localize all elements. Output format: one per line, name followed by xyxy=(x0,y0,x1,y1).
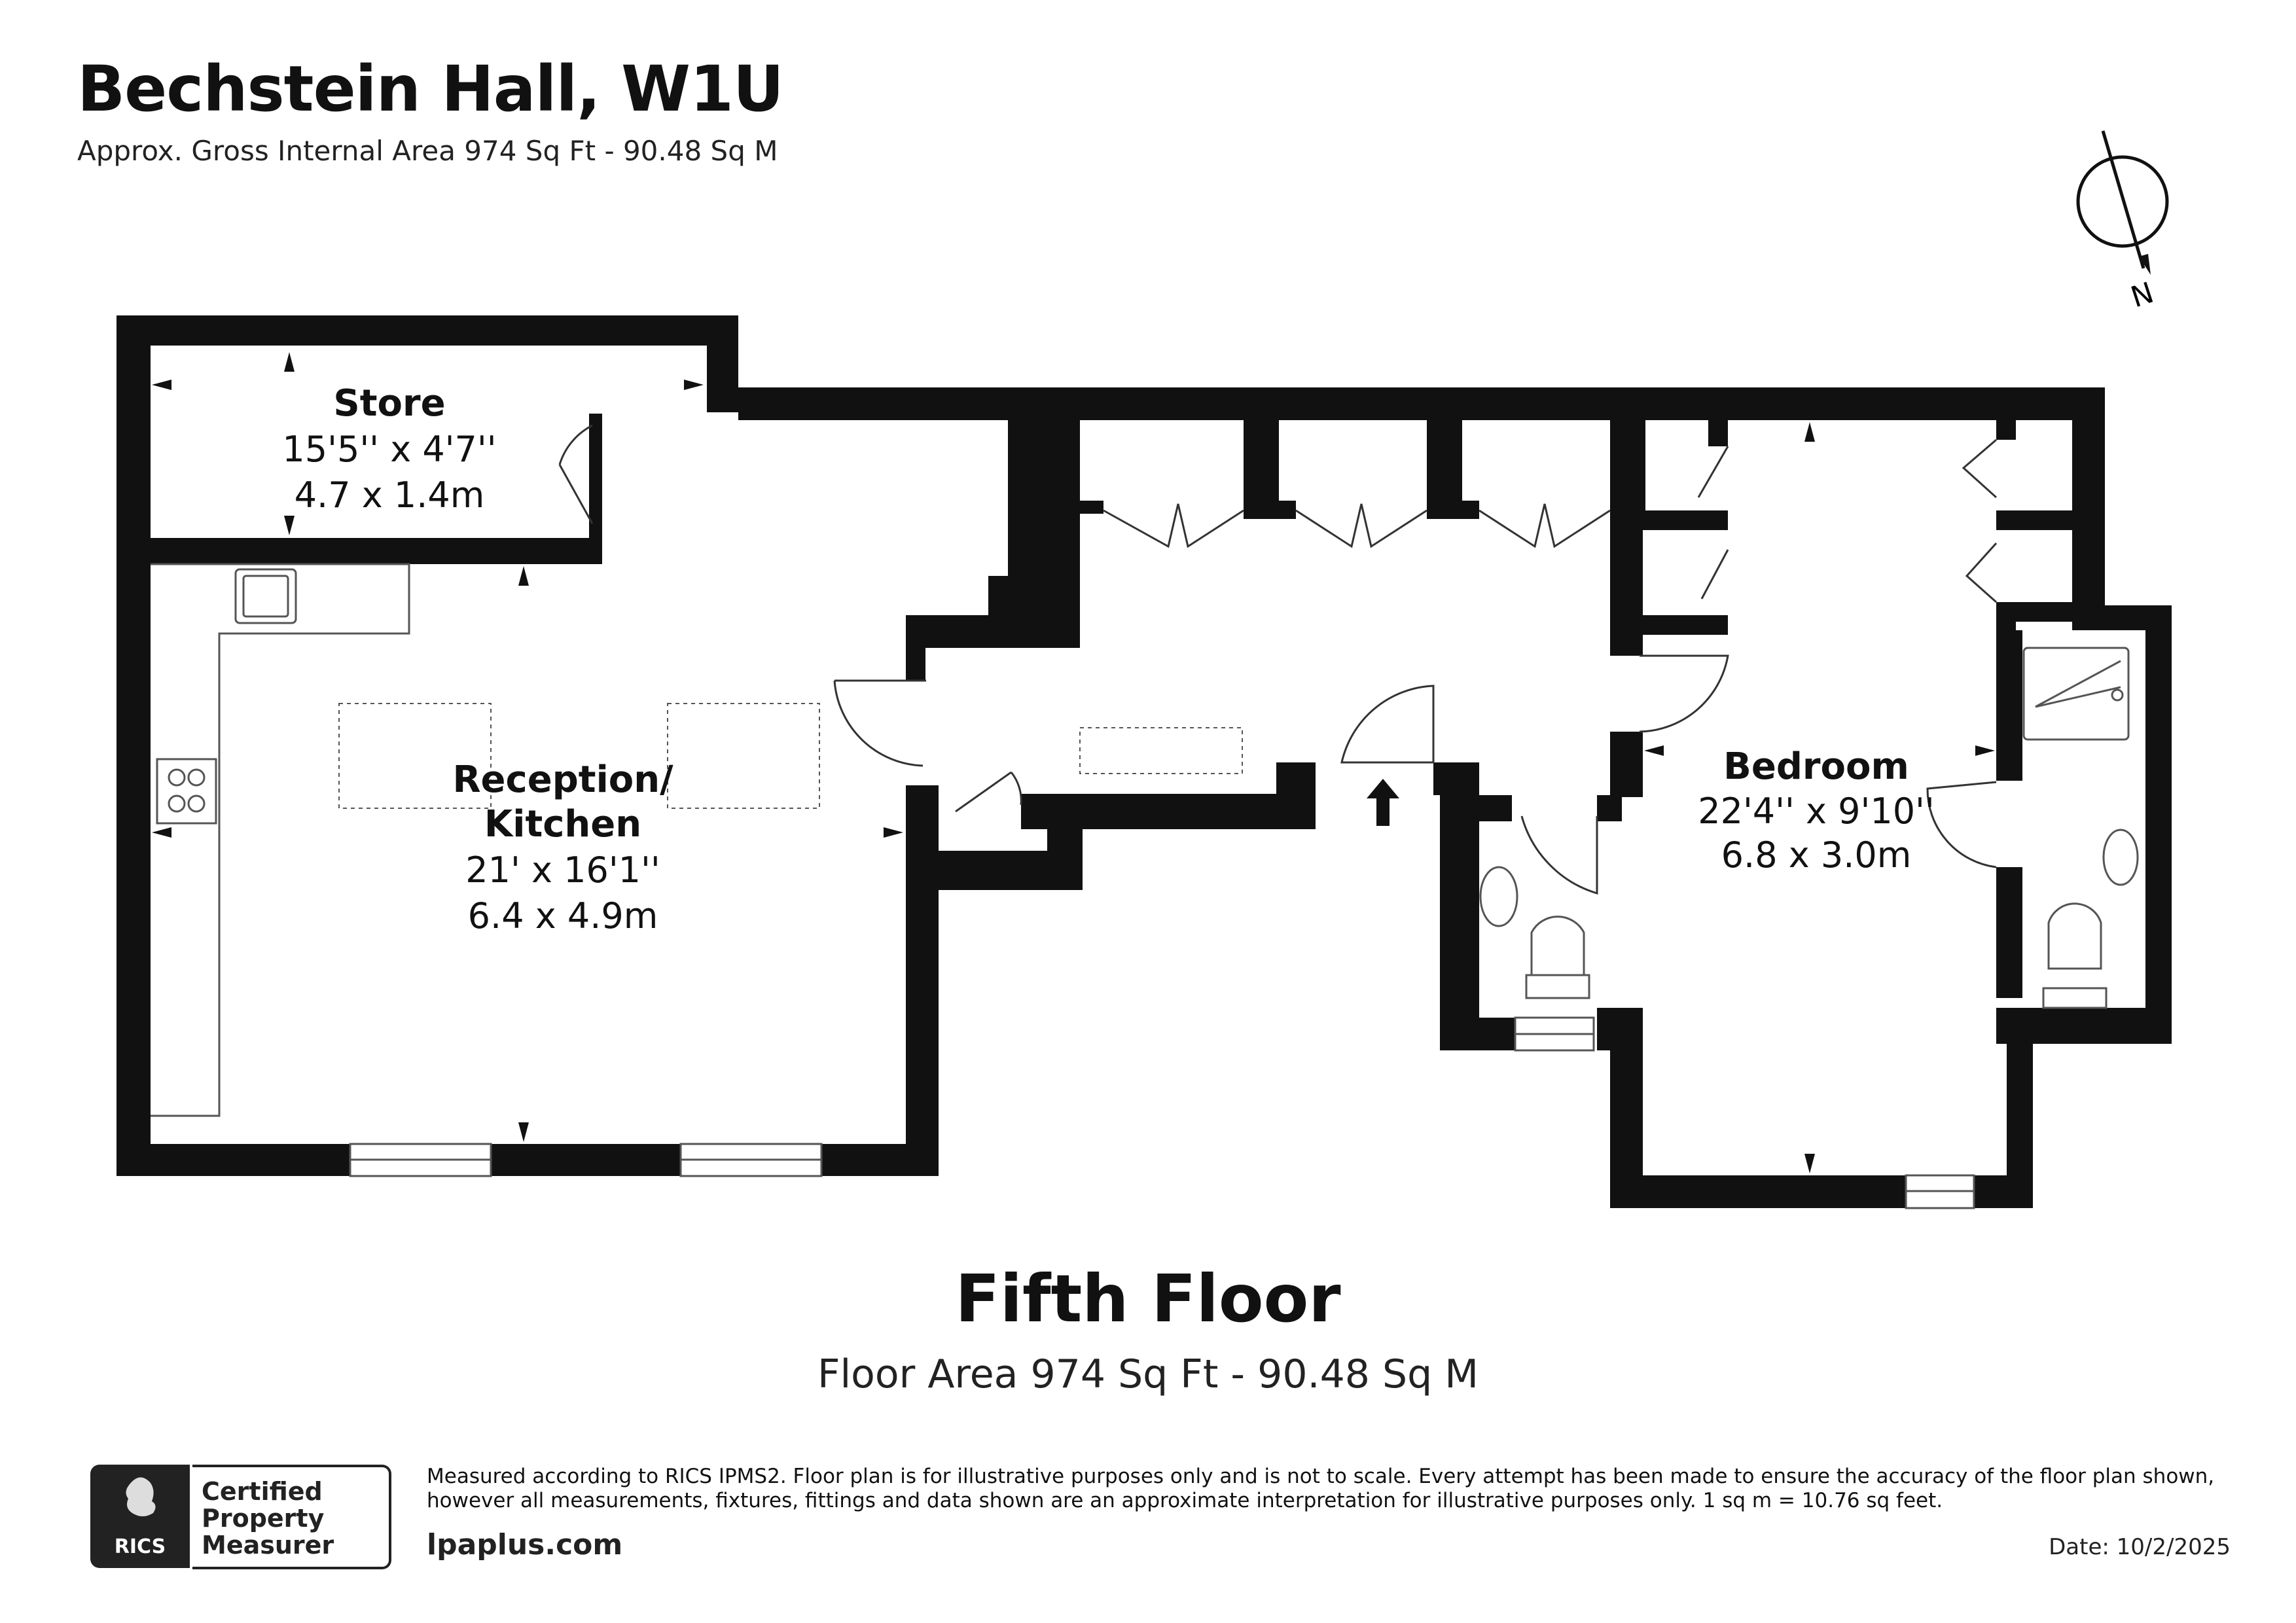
store-metric: 4.7 x 1.4m xyxy=(295,474,485,516)
floor-title: Fifth Floor xyxy=(955,1260,1341,1337)
kitchen-fixtures xyxy=(151,563,410,1117)
store-imperial: 15'5'' x 4'7'' xyxy=(282,429,496,470)
lion-icon xyxy=(126,1477,156,1516)
disclaimer-text: Measured according to RICS IPMS2. Floor … xyxy=(427,1465,2215,1513)
rooflights xyxy=(338,703,1243,809)
plan-date: Date: 10/2/2025 xyxy=(2049,1534,2231,1560)
store-name: Store xyxy=(333,382,445,425)
bedroom-metric: 6.8 x 3.0m xyxy=(1721,834,1912,876)
reception-name-line2: Kitchen xyxy=(484,803,641,846)
floor-area: Floor Area 974 Sq Ft - 90.48 Sq M xyxy=(817,1351,1479,1397)
website-link[interactable]: lpaplus.com xyxy=(427,1528,623,1561)
rics-logo: RICS xyxy=(90,1465,190,1568)
north-label: N xyxy=(2127,276,2158,315)
doors xyxy=(558,424,1998,895)
windows xyxy=(349,1016,1975,1209)
bathroom-fixtures xyxy=(1479,647,2139,1009)
reception-imperial: 21' x 16'1'' xyxy=(465,849,660,891)
gross-area-subtitle: Approx. Gross Internal Area 974 Sq Ft - … xyxy=(77,135,778,167)
reception-name-line1: Reception/ xyxy=(452,758,673,801)
dimension-arrows xyxy=(152,352,1995,1173)
rics-badge: RICS Certified Property Measurer xyxy=(90,1465,393,1569)
badge-line-certified: Certified xyxy=(202,1477,323,1506)
badge-line-property: Property xyxy=(202,1504,325,1533)
walls xyxy=(117,315,2172,1208)
bedroom-name: Bedroom xyxy=(1723,745,1909,788)
bedroom-imperial: 22'4'' x 9'10'' xyxy=(1698,791,1935,832)
north-compass-icon: N xyxy=(2076,130,2169,315)
badge-line-measurer: Measurer xyxy=(202,1531,334,1560)
entrance-arrow-icon xyxy=(1367,779,1399,826)
rics-text: RICS xyxy=(114,1535,166,1558)
reception-metric: 6.4 x 4.9m xyxy=(468,895,658,936)
plan-title: Bechstein Hall, W1U xyxy=(77,52,784,126)
